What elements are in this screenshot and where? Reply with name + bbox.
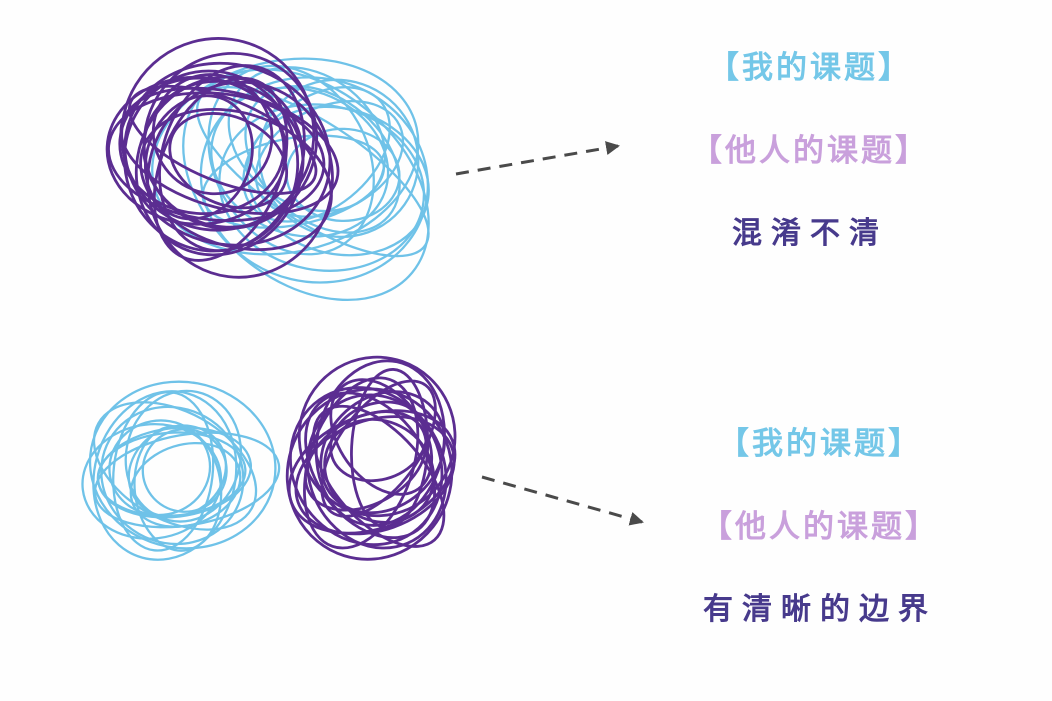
purple-scribble-loop: [320, 379, 437, 518]
purple-scribble-loop: [127, 84, 318, 195]
purple-scribble-loop: [312, 404, 446, 548]
label-my-task-bottom: 【我的课题】: [718, 426, 922, 462]
separated-scribbles-illustration: [81, 355, 457, 561]
caption-top: 混淆不清: [732, 216, 888, 251]
purple-scribble-loop: [123, 69, 300, 253]
arrow-top: [455, 141, 620, 176]
blue-scribble-loop: [127, 424, 228, 518]
blue-scribble-loop: [100, 405, 245, 546]
purple-scribble-loop: [143, 94, 254, 221]
blue-scribble-loop: [199, 76, 430, 284]
purple-scribble-loop: [142, 79, 305, 229]
purple-scribble-loop: [123, 61, 332, 247]
purple-scribble-loop: [158, 64, 306, 253]
blue-scribble-loop: [81, 423, 223, 540]
dashed-arrow-line: [455, 141, 620, 176]
purple-scribble-loop: [304, 391, 437, 540]
purple-scribble-loop: [146, 80, 334, 279]
top-labels: 【我的课题】 【他人的课题】 混淆不清: [630, 42, 990, 252]
blue-scribble-loop: [92, 401, 258, 531]
label-my-task-top: 【我的课题】: [708, 50, 912, 86]
tangled-scribbles-illustration: [105, 37, 430, 302]
caption-bottom: 有清晰的边界: [703, 592, 937, 627]
blue-scribble-loop: [207, 64, 375, 256]
arrow-bottom: [481, 475, 644, 526]
purple-scribble-loop: [285, 387, 454, 561]
purple-scribble-loop: [304, 410, 428, 512]
blue-scribble-loop: [210, 86, 390, 238]
dashed-arrow-line: [481, 475, 644, 526]
label-others-task-top: 【他人的课题】: [691, 133, 929, 169]
purple-scribble-loop: [350, 368, 430, 529]
bottom-labels: 【我的课题】 【他人的课题】 有清晰的边界: [640, 418, 1000, 628]
blue-scribble-loop: [124, 389, 243, 523]
purple-scribble-loop: [329, 400, 429, 483]
purple-scribble-loop: [297, 355, 457, 518]
label-others-task-bottom: 【他人的课题】: [701, 509, 939, 545]
purple-scribble-loop: [120, 37, 316, 232]
blue-scribble-loop: [108, 419, 212, 517]
